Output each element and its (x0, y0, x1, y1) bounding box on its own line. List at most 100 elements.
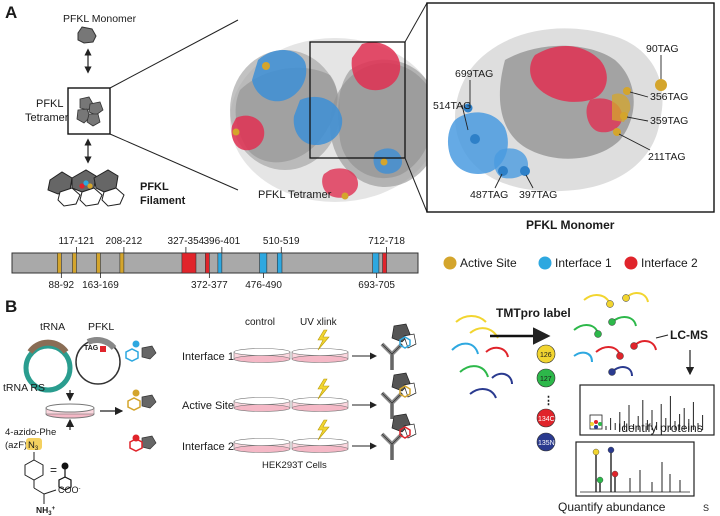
tmt-tag-135n (536, 432, 556, 452)
tetramer-structure (230, 38, 440, 202)
domain-bottom-label: 88-92 (49, 280, 75, 291)
domain-segment-active (72, 252, 77, 274)
site-label-211: 211TAG (648, 151, 686, 163)
antibody-icon (380, 342, 404, 370)
probe-dot (132, 389, 140, 397)
domain-segment-interface1 (276, 252, 283, 274)
cells-label: HEK293T Cells (262, 460, 327, 471)
tmt-label: TMTpro label (496, 306, 571, 320)
domain-segment-interface1 (372, 252, 380, 274)
tmt-tag-135n-label: 135N (538, 440, 555, 447)
probe-glyph (141, 435, 157, 450)
culture-dish-base (233, 404, 291, 412)
legend-interface2-dot (624, 256, 638, 270)
azide-n: N3 (28, 440, 39, 452)
monomer-glyph (77, 26, 97, 44)
lcms-pointer (655, 334, 669, 339)
coo-label: COO- (58, 485, 81, 495)
azf-label-1: 4-azido-Phe (5, 427, 56, 438)
uv-lightning-icon (317, 378, 330, 400)
legend-interface1-label: Interface 1 (555, 256, 612, 270)
monomer-label: PFKL Monomer (63, 13, 137, 25)
zoom-line-top (109, 19, 239, 89)
corner-mark: S (703, 503, 709, 513)
domain-segment-interface1 (259, 252, 268, 274)
tmt-tag-126 (536, 344, 556, 364)
sample-row-label: Interface 1 (182, 351, 234, 363)
ms1-peaks (605, 396, 704, 430)
uv-label: UV xlink (300, 317, 338, 328)
panel-b-label: B (5, 297, 17, 316)
probe-glyph (141, 394, 157, 409)
legend-interface1-dot (538, 256, 552, 270)
filament-label-2: Filament (140, 195, 186, 207)
monomer-structure (447, 28, 667, 192)
culture-dish-top (233, 438, 291, 446)
culture-dish-top (233, 348, 291, 356)
culture-dish-top (233, 397, 291, 405)
tetramer-zoom-box (309, 41, 406, 159)
ms2-peaks (580, 446, 690, 493)
sample-row: Interface 1 (125, 323, 417, 370)
trna-plasmid (23, 339, 73, 393)
sample-row: Interface 2 (129, 413, 417, 460)
filament-label-1: PFKL (140, 181, 169, 193)
tmt-dots: ⋮ (543, 395, 554, 407)
ms2-reporter-dot (611, 470, 619, 478)
zoom-line-2-top (404, 2, 428, 43)
filament-glyph (47, 169, 125, 207)
culture-dish-top (291, 397, 349, 405)
culture-dish-top (291, 348, 349, 356)
labelled-peptides (573, 292, 657, 377)
trna-rs-label: tRNA RS (3, 382, 45, 394)
bound-crosslinker (399, 336, 411, 349)
site-label-397: 397TAG (519, 189, 557, 201)
culture-dish-top (291, 438, 349, 446)
domain-top-label: 327-354 (168, 236, 205, 247)
tetramer-caption: PFKL Tetramer (258, 189, 332, 201)
site-label-90: 90TAG (646, 43, 678, 55)
azf-structure (24, 452, 57, 504)
domain-top-label: 117-121 (58, 236, 94, 247)
probe-dot (132, 340, 140, 348)
domain-bottom-label: 163-169 (82, 280, 119, 291)
ms2-reporter-dot (592, 448, 600, 456)
domain-bar-body (11, 252, 419, 274)
tmt-tag-126-label: 126 (540, 352, 552, 359)
identify-label: Identify proteins (618, 421, 703, 435)
tmt-tag-127-label: 127 (540, 376, 552, 383)
site-label-356: 356TAG (650, 91, 688, 103)
site-label-487: 487TAG (470, 189, 508, 201)
tag-label: TAG (84, 345, 99, 352)
bound-crosslinker (399, 426, 411, 439)
equals-sign: = (50, 463, 57, 477)
zoom-line-bottom (109, 133, 239, 191)
tmt-tag-134c-label: 134C (538, 416, 555, 423)
zoom-line-2-bottom (404, 157, 428, 213)
tetramer-glyph (76, 96, 104, 127)
domain-bottom-label: 476-490 (245, 280, 282, 291)
culture-dish-base (291, 445, 349, 453)
culture-dish-base (291, 404, 349, 412)
domain-bottom-label: 693-705 (358, 280, 395, 291)
sample-row-label: Active Site (182, 400, 234, 412)
domain-segment-active (96, 252, 101, 274)
site-label-514: 514TAG (433, 100, 471, 112)
domain-top-label: 396-401 (204, 236, 241, 247)
ms2-reporter-dot (596, 476, 604, 484)
lcms-label: LC-MS (670, 328, 708, 342)
azide-highlight (26, 438, 42, 450)
domain-segment-interface2 (181, 252, 197, 274)
domain-top-label: 510-519 (263, 236, 300, 247)
culture-dish-base (291, 355, 349, 363)
domain-segment-interface1 (217, 252, 223, 274)
quantify-label: Quantify abundance (558, 500, 666, 514)
domain-segment-interface2 (205, 252, 210, 274)
bound-crosslinker (399, 385, 411, 398)
sample-row: Active Site (127, 372, 417, 419)
tmt-tag-127 (536, 368, 556, 388)
domain-top-label: 208-212 (106, 236, 143, 247)
